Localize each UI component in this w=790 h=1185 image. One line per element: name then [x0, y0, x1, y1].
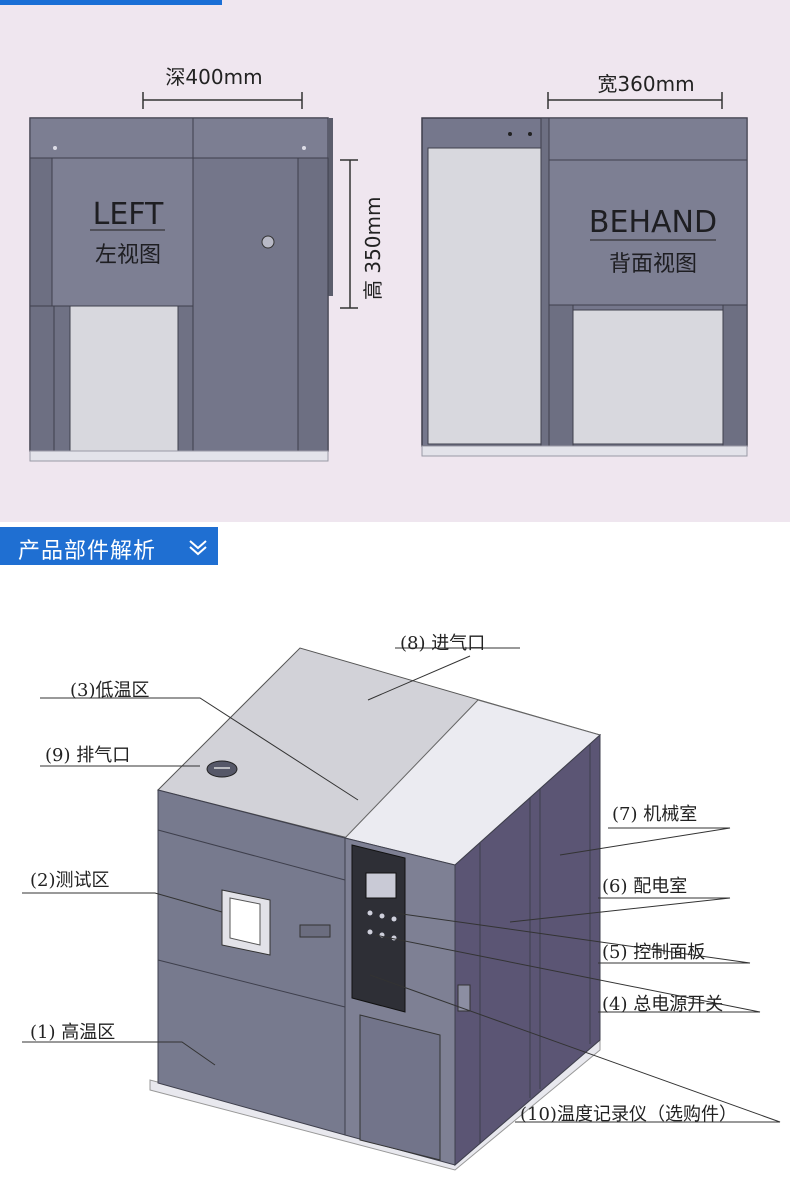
part-label-8: (8) 进气口 — [400, 633, 486, 654]
chevron-down-icon — [189, 540, 207, 556]
left-view-subtitle: 左视图 — [95, 243, 161, 268]
section-header-title: 产品部件解析 — [18, 539, 157, 564]
part-label-9: (9) 排气口 — [45, 745, 131, 766]
section-header-band — [0, 527, 218, 565]
left-view-title: LEFT — [93, 197, 164, 232]
back-view-subtitle: 背面视图 — [609, 252, 697, 277]
back-view-title: BEHAND — [589, 205, 717, 240]
orthographic-views: 深400mm 宽360mm 高 350mm — [29, 65, 748, 462]
part-label-6: (6) 配电室 — [602, 876, 688, 897]
height-label: 高 350mm — [361, 197, 385, 301]
back-view-drawing — [421, 117, 748, 457]
width-label: 宽360mm — [597, 72, 694, 96]
part-label-7: (7) 机械室 — [612, 804, 698, 825]
left-view-drawing — [29, 117, 333, 462]
part-label-2: (2)测试区 — [30, 870, 110, 891]
depth-label: 深400mm — [165, 65, 262, 89]
part-label-10: (10)温度记录仪（选购件） — [520, 1104, 737, 1125]
part-label-5: (5) 控制面板 — [602, 942, 706, 963]
part-label-3: (3)低温区 — [70, 680, 150, 701]
top-accent-strip — [0, 0, 222, 5]
views-section: 深400mm 宽360mm 高 350mm — [0, 0, 790, 522]
part-label-1: (1) 高温区 — [30, 1022, 116, 1043]
part-label-4: (4) 总电源开关 — [602, 994, 724, 1015]
